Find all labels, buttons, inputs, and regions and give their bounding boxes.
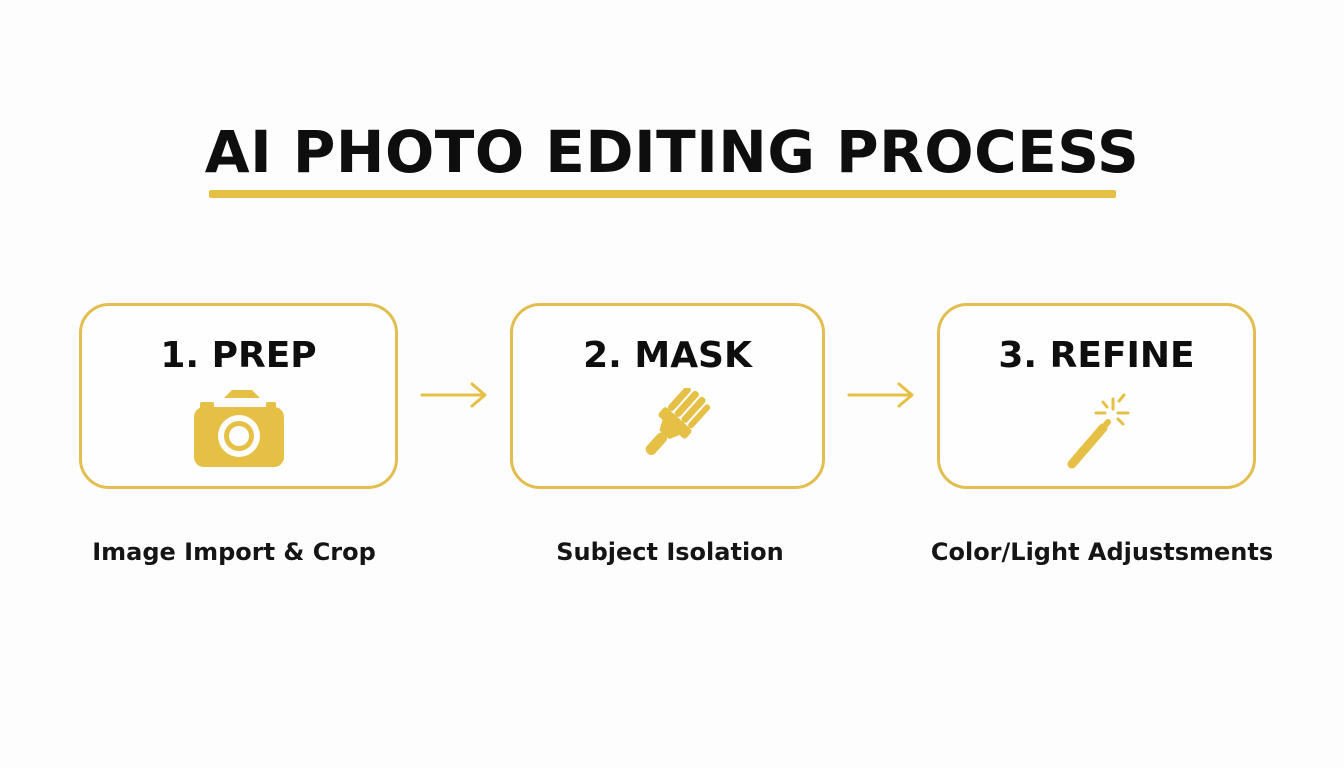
arrow-right-icon (420, 380, 490, 410)
step-title: 1. PREP (160, 335, 317, 376)
arrow-right-icon (847, 380, 917, 410)
paintbrush-icon (623, 388, 713, 472)
step-caption-mask: Subject Isolation (556, 538, 784, 566)
magic-wand-icon (1052, 388, 1142, 472)
step-title: 2. MASK (583, 335, 752, 376)
camera-icon (193, 388, 284, 472)
step-caption-refine: Color/Light Adjustsments (930, 538, 1274, 566)
step-title: 3. REFINE (998, 335, 1195, 376)
title-underline (209, 190, 1116, 198)
step-caption-prep: Image Import & Crop (92, 538, 376, 566)
step-box-prep: 1. PREP (79, 303, 398, 489)
page-title: AI PHOTO EDITING PROCESS (204, 118, 1140, 186)
step-box-mask: 2. MASK (510, 303, 825, 489)
step-box-refine: 3. REFINE (937, 303, 1256, 489)
